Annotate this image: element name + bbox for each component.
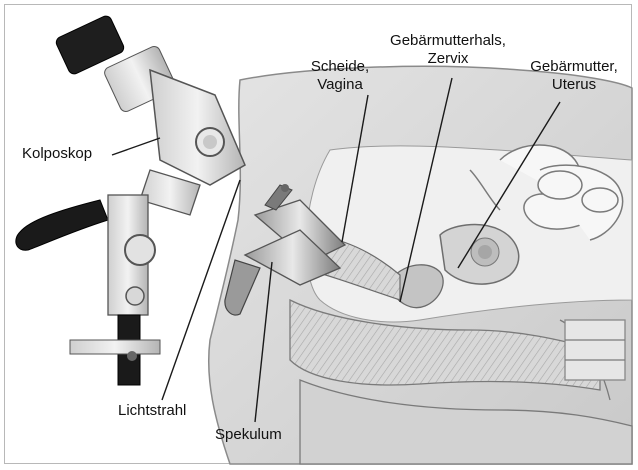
- kolposkop-leader-line: [112, 138, 160, 155]
- label-spekulum: Spekulum: [215, 426, 282, 444]
- label-scheide-vagina: Scheide, Vagina: [300, 58, 380, 94]
- label-gebaermutterhals-zervix: Gebärmutterhals, Zervix: [378, 32, 518, 68]
- colposcope-device: [16, 14, 245, 385]
- label-kolposkop: Kolposkop: [22, 145, 92, 163]
- label-lichtstrahl: Lichtstrahl: [118, 402, 186, 420]
- label-gebaermutter-uterus: Gebärmutter, Uterus: [518, 58, 630, 94]
